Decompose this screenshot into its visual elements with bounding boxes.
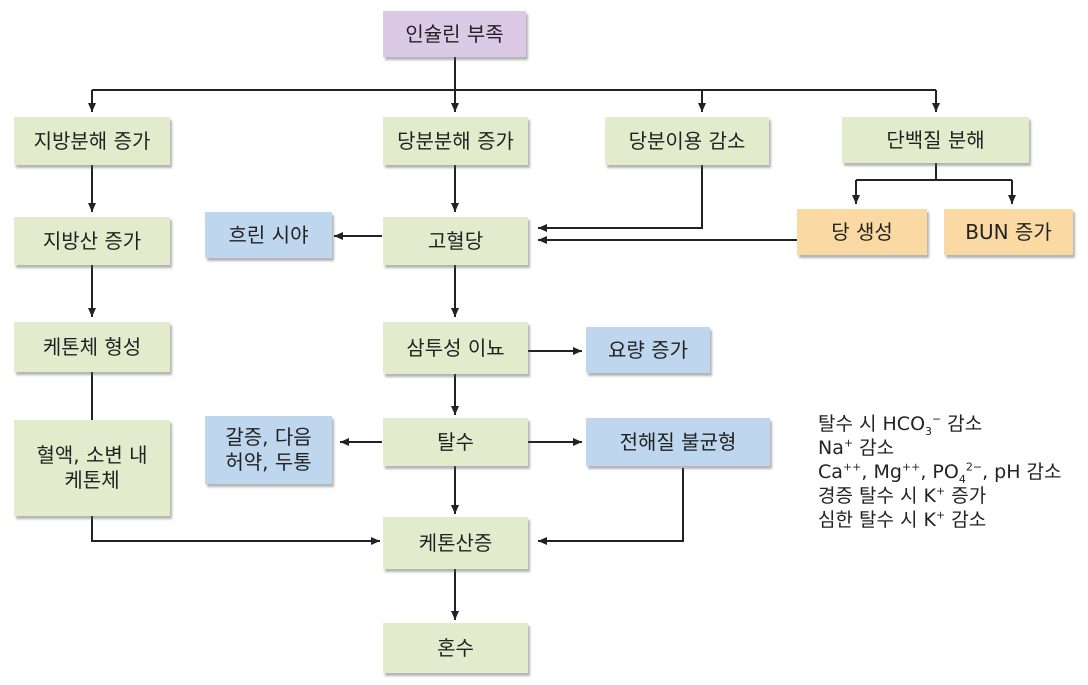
box-blurred-vision: 흐린 시야	[205, 212, 332, 258]
box-fatty-acid-increase: 지방산 증가	[14, 217, 170, 265]
note-mild-dehydration-k-increase: 경증 탈수 시 K+ 증가	[818, 484, 987, 507]
arrow-electrolyte-to-ketoacidosis	[538, 468, 684, 545]
note-hco3-decrease: 탈수 시 HCO3− 감소	[818, 412, 983, 438]
box-glycogenolysis-increase: 당분분해 증가	[383, 117, 528, 165]
box-insulin-deficiency: 인슐린 부족	[383, 11, 526, 57]
box-ketone-formation: 케톤체 형성	[14, 322, 170, 372]
electrolyte-notes: 탈수 시 HCO3− 감소 Na+ 감소 Ca++, Mg++, PO42−, …	[818, 412, 1062, 532]
box-electrolyte-imbalance: 전해질 불균형	[586, 418, 770, 466]
box-bun-increase: BUN 증가	[944, 209, 1073, 255]
arrow-blood-urine-to-ketoacidosis	[91, 516, 380, 545]
note-ca-mg-po4-ph-decrease: Ca++, Mg++, PO42−, pH 감소	[818, 460, 1062, 486]
box-thirst-weakness-headache: 갈증, 다음 허약, 두통	[205, 416, 332, 484]
arrow-utilization-to-hyperglycemia	[538, 165, 703, 232]
box-hyperglycemia: 고혈당	[383, 217, 528, 265]
box-gluconeogenesis: 당 생성	[797, 209, 927, 255]
box-osmotic-diuresis: 삼투성 이뇨	[383, 322, 528, 374]
box-urine-volume-increase: 요량 증가	[586, 327, 710, 373]
box-lipolysis-increase: 지방분해 증가	[14, 117, 170, 165]
note-sodium-decrease: Na+ 감소	[818, 436, 895, 459]
box-dehydration: 탈수	[383, 418, 528, 466]
box-glucose-utilization-decrease: 당분이용 감소	[605, 117, 769, 165]
box-ketoacidosis: 케톤산증	[383, 517, 528, 569]
note-severe-dehydration-k-decrease: 심한 탈수 시 K+ 감소	[818, 508, 987, 531]
box-protein-breakdown: 단백질 분해	[842, 117, 1029, 163]
box-coma: 혼수	[383, 623, 528, 673]
box-ketones-in-blood-urine: 혈액, 소변 내 케톤체	[14, 420, 170, 516]
